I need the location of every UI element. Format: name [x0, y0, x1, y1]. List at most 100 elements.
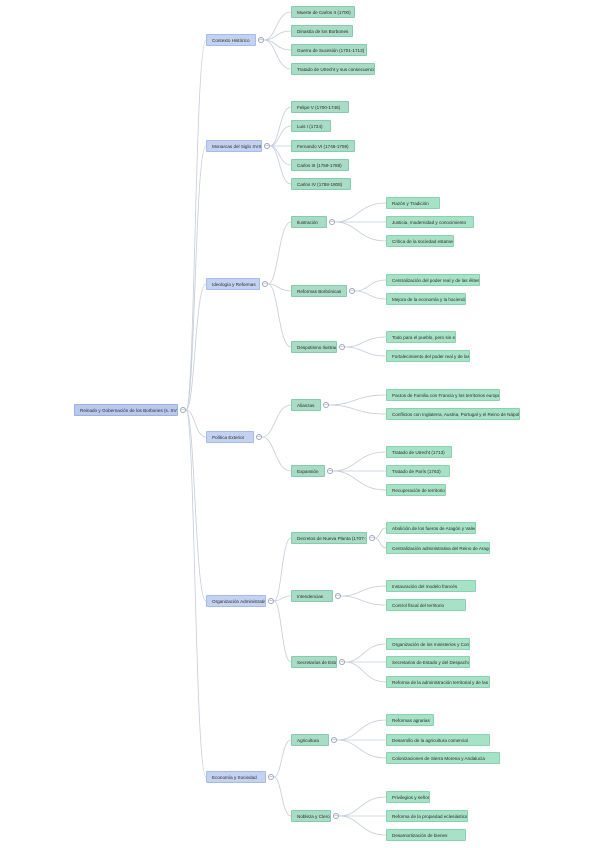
detail-node-tratado-de-utrecht-1713[interactable]: Tratado de Utrecht (1713) [386, 446, 452, 458]
connector-line [261, 404, 292, 438]
connector-line [185, 145, 207, 411]
connector-line [328, 404, 387, 415]
detail-node-mejora-de-la-economia-y-la-hacienda[interactable]: Mejora de la economía y la hacienda [386, 293, 466, 305]
connector-line [273, 776, 292, 817]
connector-line [332, 470, 387, 491]
connector-line [185, 409, 207, 602]
connector-line [344, 346, 387, 357]
topic-node-muerte-de-carlos-ii-1700[interactable]: Muerte de Carlos II (1700) [291, 6, 355, 18]
connector-line [185, 409, 207, 778]
connector-line [340, 585, 387, 597]
collapse-toggle-icon[interactable]: − [323, 402, 329, 408]
connector-line [267, 221, 292, 285]
collapse-toggle-icon[interactable]: − [335, 593, 341, 599]
detail-node-control-fiscal-del-territorio[interactable]: Control fiscal del territorio [386, 599, 466, 611]
topic-node-despotismo-ilustrado[interactable]: Despotismo Ilustrado [291, 341, 337, 353]
collapse-toggle-icon[interactable]: − [268, 774, 274, 780]
connector-line [269, 145, 292, 166]
connector-line [267, 283, 292, 292]
topic-node-guerra-de-sucesion-1701-1713[interactable]: Guerra de Sucesión (1701-1713) [291, 44, 367, 56]
collapse-toggle-icon[interactable]: − [349, 288, 355, 294]
detail-node-privilegios-y-senorios[interactable]: Privilegios y señoríos [386, 791, 430, 803]
detail-node-razon-y-tradicion[interactable]: Razón y Tradición [386, 197, 440, 209]
connector-line [273, 739, 292, 778]
connector-line [185, 39, 207, 411]
connector-line [334, 221, 387, 242]
collapse-toggle-icon[interactable]: − [329, 219, 335, 225]
collapse-toggle-icon[interactable]: − [333, 813, 339, 819]
topic-node-intendencias[interactable]: Intendencias [291, 590, 333, 602]
detail-node-desarrollo-de-la-agricultura-comercial[interactable]: Desarrollo de la agricultura comercial [386, 734, 490, 746]
collapse-toggle-icon[interactable]: − [339, 659, 345, 665]
connector-line [273, 600, 292, 663]
connector-line [185, 409, 207, 438]
connector-line [374, 527, 387, 539]
connector-line [273, 537, 292, 602]
root-node[interactable]: Reinado y Gobernación de los Borbones (s… [74, 404, 178, 416]
topic-node-carlos-iii-1759-1788[interactable]: Carlos III (1759-1788) [291, 159, 349, 171]
topic-node-ilustracion[interactable]: Ilustración [291, 216, 327, 228]
topic-node-carlos-iv-1788-1808[interactable]: Carlos IV (1788-1808) [291, 178, 351, 190]
topic-node-reformas-borbonicas[interactable]: Reformas Borbónicas [291, 285, 347, 297]
detail-node-colonizaciones-de-sierra-morena-y-andalucia[interactable]: Colonizaciones de Sierra Morena y Andalu… [386, 752, 500, 764]
detail-node-instauracion-del-modelo-frances[interactable]: Instauración del modelo francés [386, 580, 476, 592]
topic-node-expansion[interactable]: Expansión [291, 465, 325, 477]
connector-line [338, 815, 387, 836]
collapse-toggle-icon[interactable]: − [258, 37, 264, 43]
connector-line [334, 202, 387, 223]
detail-node-desamortizacion-de-bienes[interactable]: Desamortización de bienes [386, 829, 466, 841]
collapse-toggle-icon[interactable]: − [331, 737, 337, 743]
detail-node-justicia-modernidad-y-conocimiento[interactable]: Justicia, modernidad y conocimiento [386, 216, 474, 228]
detail-node-reforma-de-la-propiedad-eclesiastica[interactable]: Reforma de la propiedad eclesiástica [386, 810, 468, 822]
topic-node-agricultura[interactable]: Agricultura [291, 734, 329, 746]
connector-line [263, 39, 292, 70]
detail-node-secretarios-de-estado-y-del-despacho[interactable]: Secretarios de Estado y del Despacho [386, 656, 470, 668]
collapse-toggle-icon[interactable]: − [264, 143, 270, 149]
topic-node-felipe-v-1700-1746[interactable]: Felipe V (1700-1746) [291, 101, 349, 113]
connector-line [273, 595, 292, 602]
collapse-toggle-icon[interactable]: − [262, 281, 268, 287]
topic-node-secretarias-de-estado[interactable]: Secretarías de Estado [291, 656, 337, 668]
topic-node-tratado-de-utrecht-y-sus-consecuencias[interactable]: Tratado de Utrecht y sus consecuencias [291, 63, 375, 75]
topic-node-luis-i-1724[interactable]: Luis I (1724) [291, 120, 331, 132]
topic-node-decretos-de-nueva-planta-1707-1716[interactable]: Decretos de Nueva Planta (1707-1716) [291, 532, 367, 544]
connector-line [336, 719, 387, 741]
topic-node-nobleza-y-clero[interactable]: Nobleza y Clero [291, 810, 331, 822]
collapse-toggle-icon[interactable]: − [268, 598, 274, 604]
detail-node-recuperacion-de-territorios[interactable]: Recuperación de territorios [386, 484, 446, 496]
connector-line [340, 595, 387, 606]
connector-line [344, 661, 387, 683]
detail-node-reforma-de-la-administracion-territorial-y-de-las-colonias[interactable]: Reforma de la administración territorial… [386, 676, 490, 688]
branch-node-contexto-historico[interactable]: Contexto Histórico [206, 34, 256, 46]
collapse-toggle-icon[interactable]: − [180, 407, 186, 413]
detail-node-reformas-agrarias[interactable]: Reformas agrarias [386, 714, 434, 726]
detail-node-todo-para-el-pueblo-pero-sin-el-pueblo[interactable]: Todo para el pueblo, pero sin el pueblo [386, 331, 456, 343]
collapse-toggle-icon[interactable]: − [339, 344, 345, 350]
branch-node-organizacion-administrativa[interactable]: Organización Administrativa [206, 595, 266, 607]
connector-line [261, 436, 292, 472]
collapse-toggle-icon[interactable]: − [256, 434, 262, 440]
topic-node-dinastia-de-los-borbones[interactable]: Dinastía de los Borbones [291, 25, 353, 37]
branch-node-ideologia-y-reformas[interactable]: Ideología y Reformas [206, 278, 260, 290]
detail-node-fortalecimiento-del-poder-real-y-de-las-elites[interactable]: Fortalecimiento del poder real y de las … [386, 350, 470, 362]
detail-node-tratado-de-paris-1763[interactable]: Tratado de París (1763) [386, 465, 450, 477]
topic-node-alianzas[interactable]: Alianzas [291, 399, 321, 411]
branch-node-economia-y-sociedad[interactable]: Economía y Sociedad [206, 771, 266, 783]
connector-line [344, 336, 387, 348]
detail-node-organizacion-de-los-ministerios-y-consejos[interactable]: Organización de los ministerios y Consej… [386, 638, 470, 650]
detail-node-centralizacion-administrativa-del-reino-de-aragon[interactable]: Centralización administrativa del Reino … [386, 542, 490, 554]
detail-node-conflictos-con-inglaterra-austria-portugal-y-el-reino-de-napoles[interactable]: Conflictos con Inglaterra, Austria, Port… [386, 408, 520, 420]
detail-node-critica-de-la-sociedad-estamental[interactable]: Crítica de la sociedad estamental [386, 235, 454, 247]
detail-node-pactos-de-familia-con-francia-y-los-territorios-europeos[interactable]: Pactos de Familia con Francia y los terr… [386, 389, 500, 401]
detail-node-abolicion-de-los-fueros-de-aragon-y-valencia[interactable]: Abolición de los fueros de Aragón y Vale… [386, 522, 476, 534]
connector-line [263, 11, 292, 41]
connector-line [267, 283, 292, 348]
detail-node-centralizacion-del-poder-real-y-de-las-elites[interactable]: Centralización del poder real y de las é… [386, 274, 480, 286]
connector-line [263, 30, 292, 41]
collapse-toggle-icon[interactable]: − [327, 468, 333, 474]
collapse-toggle-icon[interactable]: − [369, 535, 375, 541]
connector-line [328, 394, 387, 406]
branch-node-monarcas-del-siglo-xviii[interactable]: Monarcas del Siglo XVIII [206, 140, 262, 152]
topic-node-fernando-vi-1746-1759[interactable]: Fernando VI (1746-1759) [291, 140, 355, 152]
branch-node-politica-exterior[interactable]: Política Exterior [206, 431, 254, 443]
